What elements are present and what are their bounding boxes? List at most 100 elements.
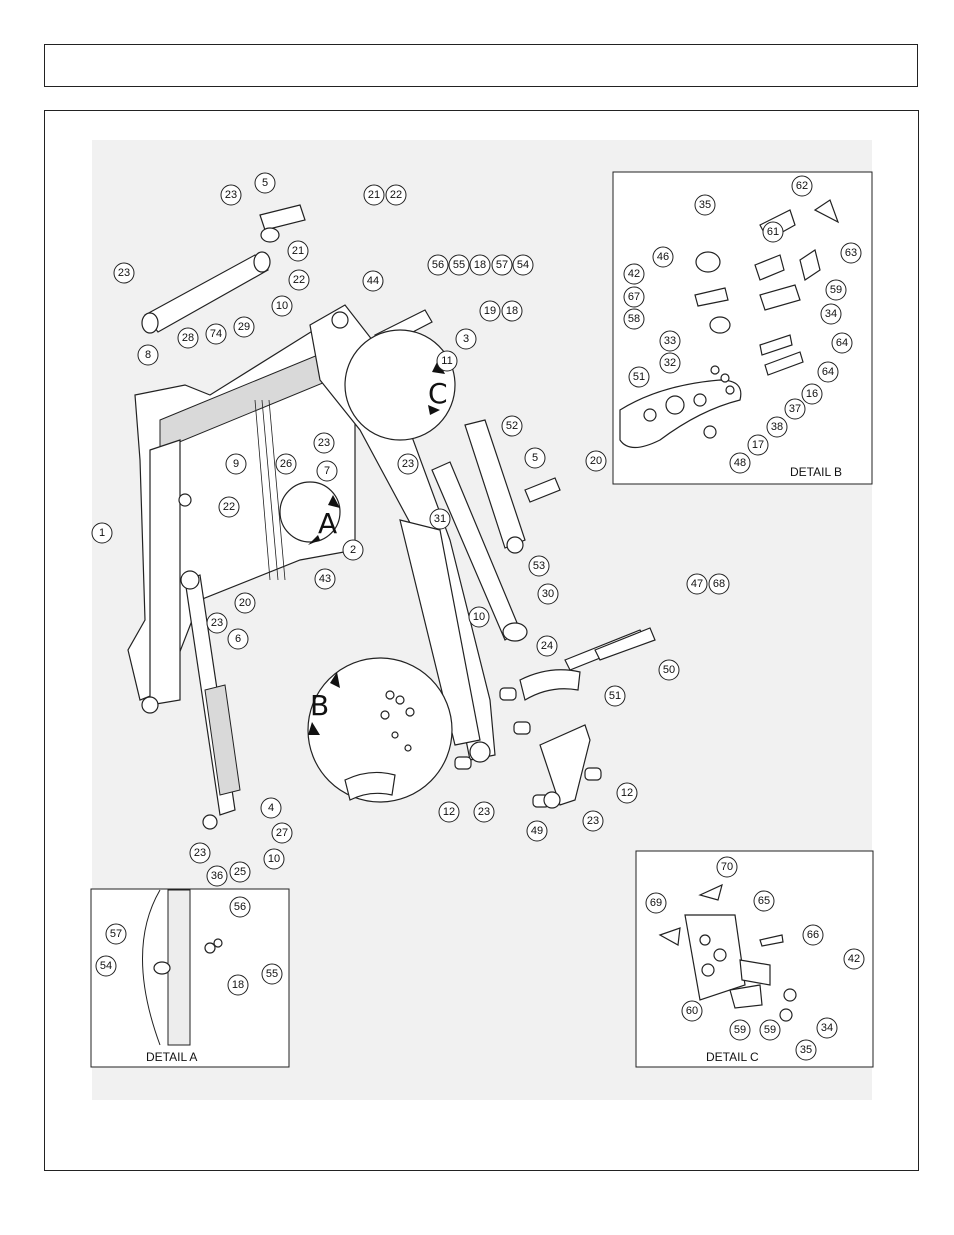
svg-text:59: 59 [830,284,842,296]
svg-text:34: 34 [825,308,837,320]
detail-b-callout-16: 16 [801,383,823,405]
detail-b-panel: DETAIL B [612,171,873,485]
main-callout-20: 20 [234,592,256,614]
detail-b-callout-51: 51 [628,366,650,388]
detail-a-circle [279,481,341,543]
detail-a-callout-57: 57 [105,923,127,945]
main-callout-21: 21 [363,184,385,206]
svg-text:36: 36 [211,870,223,882]
detail-b-callout-59: 59 [825,279,847,301]
svg-text:10: 10 [276,300,288,312]
detail-b-fittings-preview [344,690,415,801]
svg-text:A: A [318,507,337,540]
main-callout-54: 54 [512,254,534,276]
svg-text:7: 7 [324,465,330,477]
main-callout-22: 22 [385,184,407,206]
svg-text:52: 52 [506,420,518,432]
main-callout-4: 4 [260,797,282,819]
svg-text:55: 55 [453,259,465,271]
main-callout-23: 23 [189,842,211,864]
main-callout-23: 23 [206,612,228,634]
main-callout-53: 53 [528,555,550,577]
view-letter-a: A [308,495,340,545]
detail-b-callout-17: 17 [747,434,769,456]
svg-text:9: 9 [233,458,239,470]
svg-text:58: 58 [628,313,640,325]
main-callout-1: 1 [91,522,113,544]
main-callout-10: 10 [271,295,293,317]
svg-text:21: 21 [292,245,304,257]
main-callout-23: 23 [473,801,495,823]
main-callout-10: 10 [468,606,490,628]
loader-frame-assembly [127,204,656,830]
svg-text:43: 43 [319,573,331,585]
detail-b-callout-46: 46 [652,246,674,268]
detail-a-panel: DETAIL A [90,888,290,1068]
detail-b-callout-64: 64 [831,332,853,354]
detail-a-callout-55: 55 [261,963,283,985]
main-callout-2: 2 [342,539,364,561]
detail-c-callout-42: 42 [843,948,865,970]
main-callout-6: 6 [227,628,249,650]
drawing-frame [44,110,919,1171]
detail-a-title: DETAIL A [146,1050,197,1064]
main-callout-18: 18 [501,300,523,322]
svg-text:74: 74 [210,328,222,340]
main-callout-11: 11 [436,350,458,372]
main-callout-22: 22 [218,496,240,518]
svg-text:12: 12 [443,806,455,818]
svg-text:23: 23 [211,617,223,629]
svg-text:59: 59 [764,1024,776,1036]
svg-text:10: 10 [473,611,485,623]
main-callout-36: 36 [206,865,228,887]
main-callout-43: 43 [314,568,336,590]
main-callout-24: 24 [536,635,558,657]
svg-text:4: 4 [268,802,274,814]
svg-text:2: 2 [350,544,356,556]
detail-b-callout-48: 48 [729,452,751,474]
svg-text:38: 38 [771,421,783,433]
svg-text:64: 64 [836,337,848,349]
detail-b-callout-64: 64 [817,361,839,383]
svg-text:C: C [428,377,448,410]
svg-text:22: 22 [293,274,305,286]
detail-b-circle [307,657,453,803]
svg-text:65: 65 [758,895,770,907]
svg-text:61: 61 [767,226,779,238]
svg-text:21: 21 [368,189,380,201]
svg-text:55: 55 [266,968,278,980]
main-callout-49: 49 [526,820,548,842]
svg-text:23: 23 [318,437,330,449]
svg-text:42: 42 [848,953,860,965]
detail-b-callout-33: 33 [659,330,681,352]
title-block-header [44,44,918,87]
detail-b-callout-42: 42 [623,263,645,285]
main-callout-28: 28 [177,327,199,349]
detail-c-callout-34: 34 [816,1017,838,1039]
main-callout-25: 25 [229,861,251,883]
svg-text:54: 54 [100,960,112,972]
svg-text:27: 27 [276,827,288,839]
main-callout-47: 47 [686,573,708,595]
detail-b-callout-61: 61 [762,221,784,243]
svg-text:5: 5 [532,452,538,464]
svg-text:37: 37 [789,403,801,415]
svg-text:26: 26 [280,458,292,470]
detail-c-callout-70: 70 [716,856,738,878]
svg-text:47: 47 [691,578,703,590]
svg-text:18: 18 [474,259,486,271]
main-callout-12: 12 [438,801,460,823]
detail-b-callout-63: 63 [840,242,862,264]
main-callout-3: 3 [455,328,477,350]
svg-text:23: 23 [225,189,237,201]
svg-text:3: 3 [463,333,469,345]
svg-text:B: B [310,689,329,722]
main-callout-56: 56 [427,254,449,276]
svg-text:6: 6 [235,633,241,645]
svg-text:22: 22 [390,189,402,201]
svg-text:28: 28 [182,332,194,344]
detail-c-callout-65: 65 [753,890,775,912]
svg-text:59: 59 [734,1024,746,1036]
main-callout-57: 57 [491,254,513,276]
